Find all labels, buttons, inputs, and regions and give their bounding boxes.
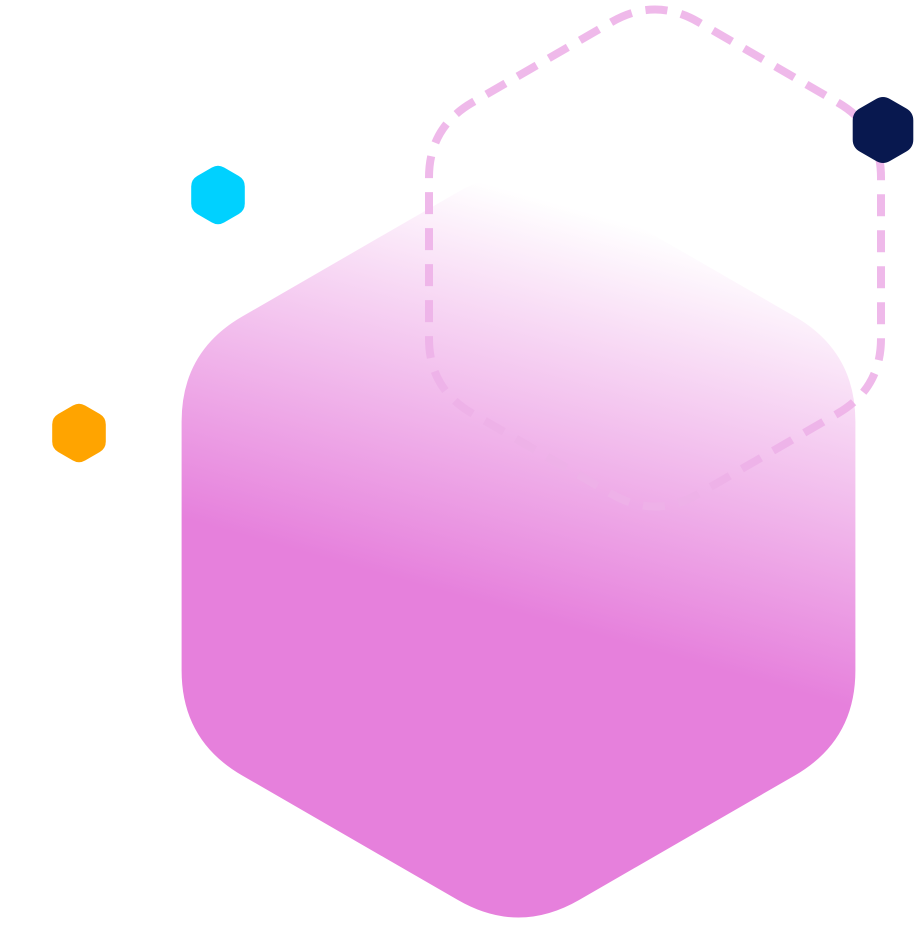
orange-hexagon [52,403,106,463]
cyan-hexagon [191,165,245,225]
dashed-outline-hexagon [425,5,885,511]
navy-hexagon [852,97,914,163]
large-gradient-hexagon [181,174,856,918]
